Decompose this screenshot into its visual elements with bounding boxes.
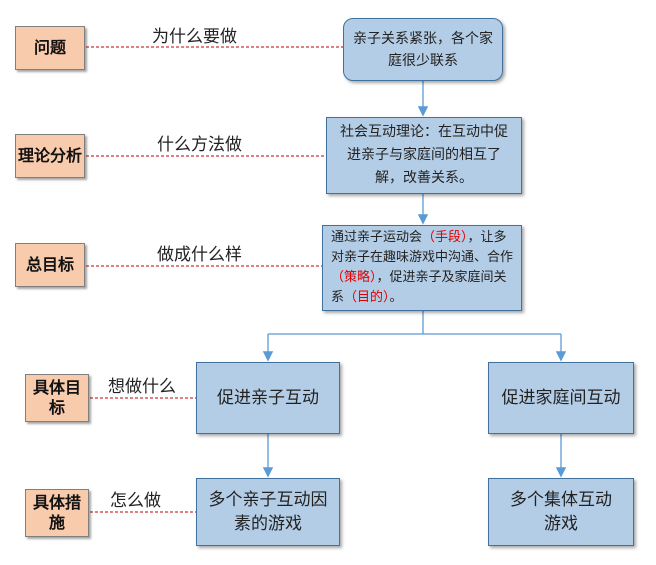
specific-goal-left-text: 促进亲子互动 (217, 388, 319, 408)
goal-purpose-tag: （目的） (344, 290, 390, 305)
specific-goal-left-box: 促进亲子互动 (196, 362, 340, 434)
goal-text-part: 。 (389, 290, 403, 305)
goal-text-part: ，让多对亲子在趣味游戏中沟通、合作 (331, 230, 514, 265)
question-why: 为什么要做 (152, 27, 237, 47)
specific-goal-right-box: 促进家庭间互动 (488, 362, 634, 434)
goal-strategy-tag: （策略） (331, 270, 377, 285)
label-goal: 总目标 (15, 243, 85, 287)
measure-right-text: 多个集体互动游戏 (510, 490, 612, 534)
label-measures: 具体措施 (25, 489, 89, 537)
goal-text-part: 通过亲子运动会 (331, 230, 423, 245)
label-specific-goal: 具体目标 (25, 374, 89, 422)
dashed-guides (86, 46, 343, 513)
label-theory: 理论分析 (15, 134, 85, 178)
theory-box: 社会互动理论：在互动中促进亲子与家庭间的相互了解，改善关系。 (326, 117, 522, 194)
question-how-to-do: 怎么做 (110, 491, 161, 511)
question-how-method: 什么方法做 (157, 135, 242, 155)
measure-left-text: 多个亲子互动因素的游戏 (208, 490, 328, 534)
label-problem: 问题 (15, 26, 85, 70)
specific-goal-right-text: 促进家庭间互动 (501, 388, 621, 408)
goal-text-part: ，促进亲子及家庭间关系 (331, 270, 507, 305)
problem-text: 亲子关系紧张，各个家庭很少联系 (353, 30, 493, 69)
goal-means-tag: （手段） (422, 230, 468, 245)
theory-text: 社会互动理论：在互动中促进亲子与家庭间的相互了解，改善关系。 (340, 124, 508, 186)
question-what-result: 做成什么样 (157, 245, 242, 265)
measure-left-box: 多个亲子互动因素的游戏 (196, 478, 340, 546)
goal-box: 通过亲子运动会（手段），让多对亲子在趣味游戏中沟通、合作 （策略），促进亲子及家庭… (322, 225, 522, 311)
goal-text: 通过亲子运动会（手段），让多对亲子在趣味游戏中沟通、合作 （策略），促进亲子及家庭… (331, 228, 513, 308)
problem-box: 亲子关系紧张，各个家庭很少联系 (343, 18, 503, 81)
question-what-to-do: 想做什么 (108, 377, 176, 397)
measure-right-box: 多个集体互动游戏 (488, 478, 634, 546)
